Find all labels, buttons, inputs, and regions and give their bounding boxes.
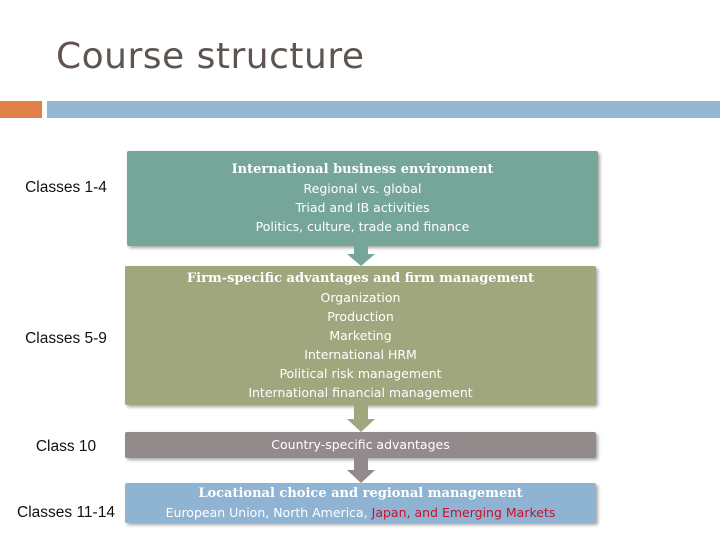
box-country-specific-advantages: Country-specific advantages: [125, 432, 596, 458]
box-heading: Firm-specific advantages and firm manage…: [186, 271, 535, 286]
row-label-classes-5-9: Classes 5-9: [25, 330, 107, 347]
box-line: Marketing: [329, 328, 392, 343]
box-line: Political risk management: [279, 366, 442, 381]
box-heading: Locational choice and regional managemen…: [198, 486, 523, 501]
box-line: Regional vs. global: [303, 181, 422, 196]
down-arrow-icon: [347, 456, 375, 485]
box-line: International financial management: [248, 385, 473, 400]
accent-bar-blue: [47, 101, 720, 118]
box-locational-choice: Locational choice and regional managemen…: [125, 483, 596, 523]
down-arrow-icon: [347, 244, 375, 268]
regions-highlight-text: Japan, and Emerging Markets: [371, 505, 556, 520]
box-international-business-environment: International business environment Regio…: [127, 151, 598, 246]
down-arrow-icon: [347, 403, 375, 434]
box-firm-specific-advantages: Firm-specific advantages and firm manage…: [125, 266, 596, 405]
box-line: Country-specific advantages: [271, 437, 450, 452]
box-line: Politics, culture, trade and finance: [255, 219, 470, 234]
box-line: Triad and IB activities: [295, 200, 430, 215]
row-label-classes-1-4: Classes 1-4: [25, 179, 107, 196]
box-line: Organization: [320, 290, 401, 305]
box-heading: International business environment: [231, 162, 494, 177]
accent-bar-orange: [0, 101, 42, 118]
box-line: European Union, North America, Japan, an…: [125, 503, 596, 522]
slide-title: Course structure: [56, 36, 365, 77]
box-line: Production: [327, 309, 394, 324]
regions-plain-text: European Union, North America,: [165, 505, 372, 520]
box-line: International HRM: [304, 347, 417, 362]
row-label-class-10: Class 10: [35, 438, 97, 455]
row-label-classes-11-14: Classes 11-14: [17, 504, 115, 521]
